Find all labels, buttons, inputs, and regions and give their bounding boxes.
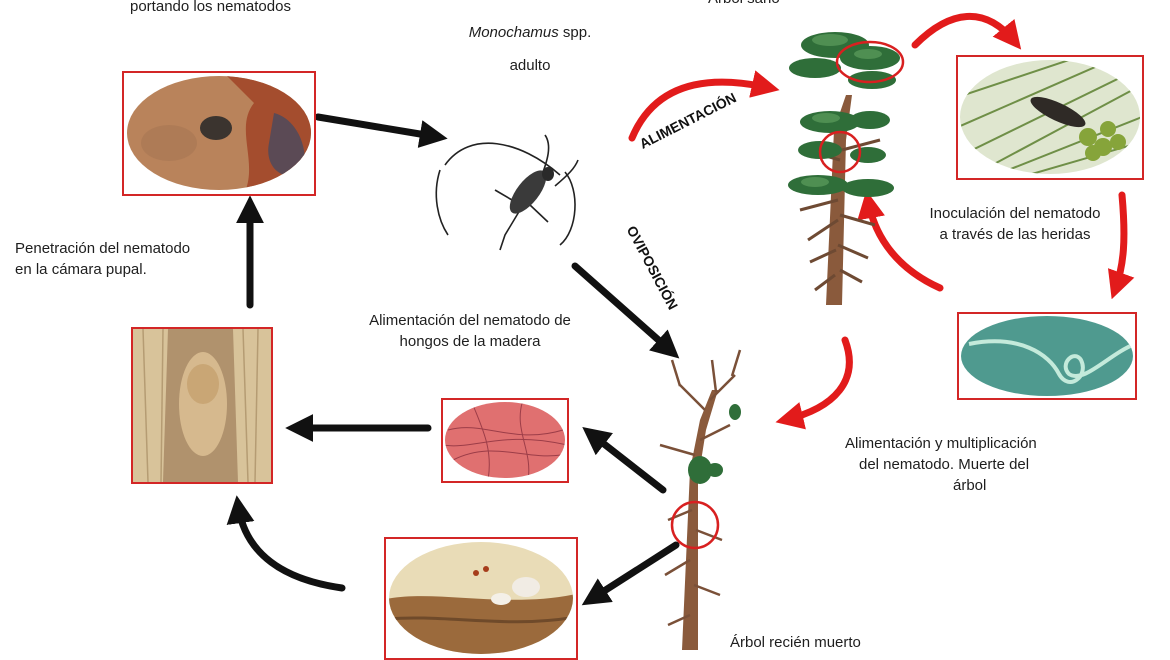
red-arrows bbox=[628, 13, 1135, 430]
label-inoculation-line2: a través de las heridas bbox=[939, 226, 1091, 243]
label-inoculation-line1: Inoculación del nematodo bbox=[929, 205, 1101, 222]
photo-beetle-feeding bbox=[956, 55, 1144, 180]
arrow-feeding bbox=[628, 70, 780, 142]
stage-oviposition: OVIPOSICIÓN bbox=[624, 223, 682, 313]
label-spp: spp. bbox=[562, 24, 592, 41]
label-multiplication-line1: Alimentación y multiplicación bbox=[845, 435, 1037, 452]
label-healthy-tree: Árbol sano bbox=[708, 0, 780, 9]
label-penetration-line2: en la cámara pupal. bbox=[15, 261, 147, 278]
highlight-circle-crown bbox=[835, 40, 905, 84]
label-fungi-feeding: Alimentación del nematodo de hongos de l… bbox=[345, 310, 595, 352]
stage-feeding: ALIMENTACIÓN bbox=[636, 88, 738, 151]
arrow-nematode-to-tree bbox=[857, 190, 944, 292]
photo-fungi-hyphae bbox=[441, 398, 569, 483]
beetle-icon bbox=[435, 134, 579, 251]
highlight-circle-dead-trunk bbox=[670, 500, 720, 550]
arrow-tree-to-fungi bbox=[582, 426, 667, 494]
label-monochamus-adult: Monochamus spp. bbox=[450, 22, 610, 43]
label-fungi-line1: Alimentación del nematodo de bbox=[369, 312, 571, 329]
arrow-crown-to-inoculation bbox=[911, 13, 1022, 50]
label-penetration: Penetración del nematodo en la cámara pu… bbox=[15, 238, 190, 280]
healthy-tree-icon bbox=[788, 32, 900, 305]
arrow-tree-to-dead bbox=[775, 336, 853, 430]
arrow-pupa-to-adult bbox=[314, 113, 448, 148]
photo-pupal-chamber bbox=[131, 327, 273, 484]
label-multiplication-line3: árbol bbox=[953, 477, 987, 494]
label-species: Monochamus bbox=[468, 24, 559, 41]
black-arrows bbox=[226, 113, 680, 606]
photo-adult-emerging bbox=[122, 71, 316, 196]
arrow-tree-to-larva bbox=[581, 541, 680, 606]
label-carrying-nematodes: portando los nematodos bbox=[130, 0, 291, 15]
label-adult: adulto bbox=[509, 57, 551, 74]
label-dead-tree: Árbol recién muerto bbox=[730, 634, 861, 651]
highlight-circle-trunk bbox=[818, 130, 862, 174]
arrow-larva-to-chamber bbox=[226, 495, 346, 592]
arrow-adult-to-oviposition bbox=[571, 262, 680, 359]
arrow-inoculation-down bbox=[1107, 191, 1135, 300]
label-inoculation: Inoculación del nematodo a través de las… bbox=[910, 203, 1120, 245]
label-multiplication: Alimentación y multiplicación del nemato… bbox=[845, 433, 1037, 496]
dead-tree-icon bbox=[659, 349, 742, 650]
label-multiplication-line2: del nematodo. Muerte del bbox=[859, 456, 1030, 473]
photo-nematode bbox=[957, 312, 1137, 400]
photo-larva-in-wood bbox=[384, 537, 578, 660]
label-fungi-line2: hongos de la madera bbox=[399, 333, 541, 350]
label-penetration-line1: Penetración del nematodo bbox=[15, 240, 191, 257]
